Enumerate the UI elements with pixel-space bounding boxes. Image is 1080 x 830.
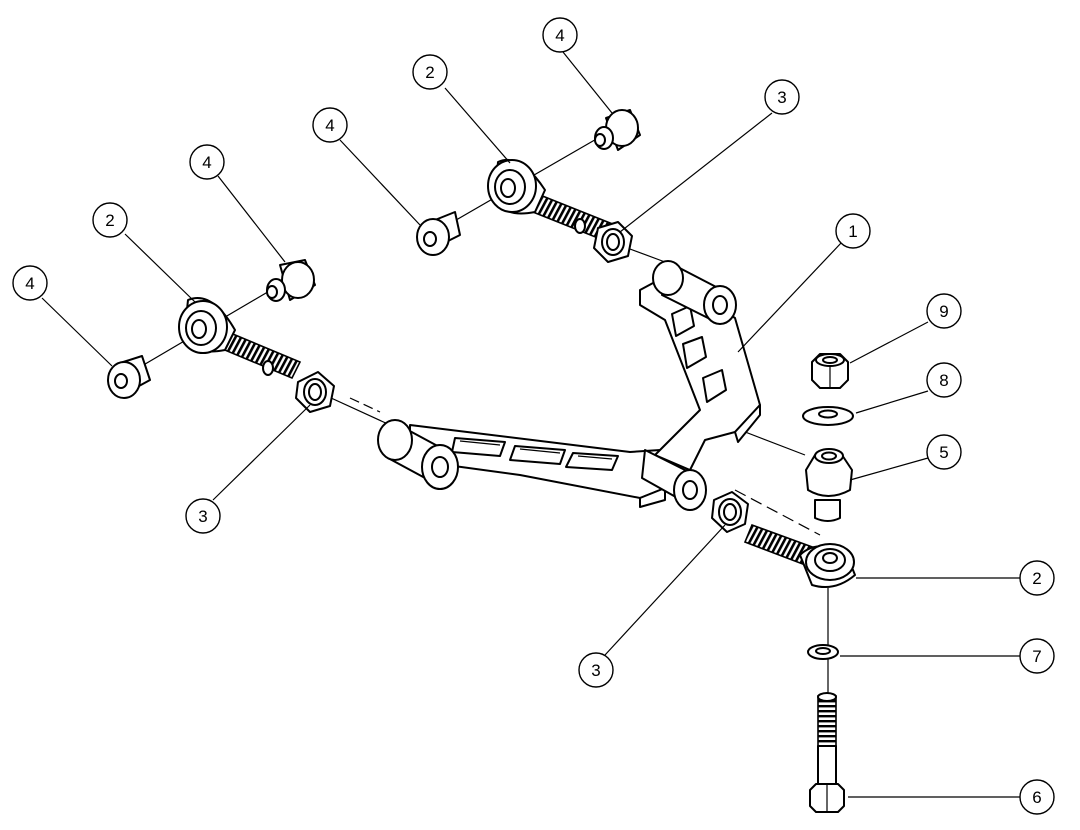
callout-balloon: 2 (1019, 560, 1055, 596)
cone-spacer (805, 448, 853, 522)
callout-balloon: 6 (1019, 779, 1055, 815)
spacer-left-bottom (107, 355, 151, 399)
svg-text:4: 4 (25, 274, 34, 293)
a-arm (377, 260, 761, 511)
callout-balloon: 7 (1019, 638, 1055, 674)
callout-balloon: 1 (835, 213, 871, 249)
spacer-left-top (266, 259, 316, 302)
callout-balloon: 4 (189, 144, 225, 180)
svg-text:8: 8 (939, 371, 948, 390)
lock-nut (811, 353, 849, 389)
svg-text:6: 6 (1032, 788, 1041, 807)
svg-text:3: 3 (591, 661, 600, 680)
svg-text:4: 4 (555, 26, 564, 45)
spacer-upper-right (594, 109, 641, 151)
rod-end-upper (487, 158, 617, 244)
spacer-upper-left (416, 211, 461, 256)
svg-text:4: 4 (202, 153, 211, 172)
jam-nut-left (295, 371, 335, 413)
callout-balloon: 2 (92, 202, 128, 238)
jam-nut-lower (711, 491, 749, 533)
svg-text:5: 5 (939, 443, 948, 462)
rod-end-lower (743, 523, 856, 588)
svg-text:1: 1 (848, 222, 857, 241)
svg-text:3: 3 (198, 507, 207, 526)
svg-text:2: 2 (1032, 569, 1041, 588)
callout-balloon: 4 (542, 17, 578, 53)
svg-text:2: 2 (425, 63, 434, 82)
callout-balloon: 4 (312, 107, 348, 143)
callout-balloon: 3 (185, 498, 221, 534)
washer-small (807, 644, 839, 660)
callout-balloon: 3 (578, 652, 614, 688)
callout-balloon: 2 (412, 54, 448, 90)
callout-balloon: 5 (926, 434, 962, 470)
svg-text:2: 2 (105, 211, 114, 230)
callout-balloon: 3 (764, 79, 800, 115)
callout-balloon: 8 (926, 362, 962, 398)
jam-nut-upper (593, 221, 633, 263)
rod-end-left (178, 297, 302, 380)
svg-text:9: 9 (939, 302, 948, 321)
callout-balloon: 4 (12, 265, 48, 301)
svg-text:7: 7 (1032, 647, 1041, 666)
svg-text:3: 3 (777, 88, 786, 107)
washer (802, 406, 854, 426)
bolt (809, 692, 845, 813)
callout-balloon: 9 (926, 293, 962, 329)
leader-lines (41, 51, 1023, 798)
svg-text:4: 4 (325, 116, 334, 135)
